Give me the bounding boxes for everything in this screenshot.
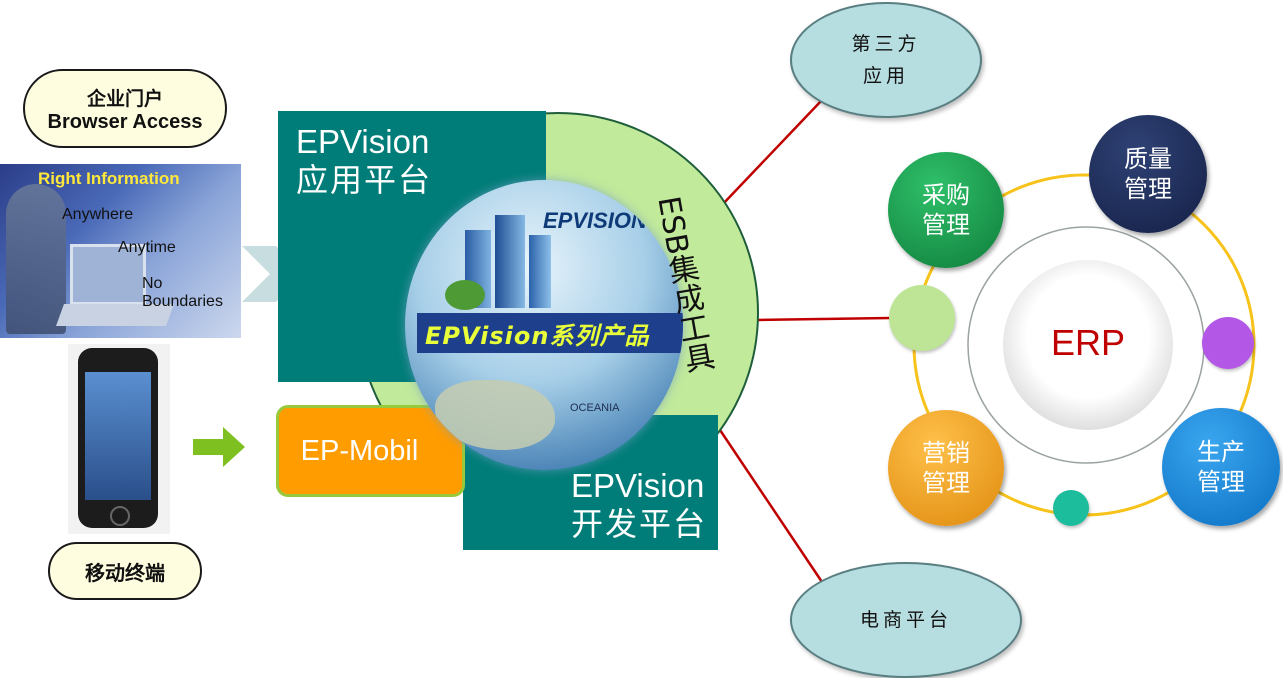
sales-line1: 营销 [922,439,970,467]
portal-pill: 企业门户 Browser Access [23,69,227,148]
ecommerce-ellipse: 电商平台 [790,562,1022,678]
quality-management-bubble: 质量 管理 [1089,115,1207,233]
purple-dot [1202,317,1254,369]
purchase-management-bubble: 采购 管理 [888,152,1004,268]
purchase-line2: 管理 [922,211,970,239]
monitor-shape [70,244,146,305]
browser-line-1: Right Information [38,169,180,188]
phone-screen [85,372,151,500]
globe-banner: EPVision系列产品 [417,313,683,353]
quality-line1: 质量 [1124,145,1172,173]
building-3 [529,235,551,308]
phone-body [78,348,158,528]
third-party-line1: 第三方 [851,32,921,55]
connector-ecommerce [718,429,824,583]
portal-label-en: Browser Access [47,110,203,133]
ep-mobil-box: EP-Mobil [276,405,465,497]
globe: EPVISION EPVision系列产品 OCEANIA [405,180,683,470]
phone-image [68,344,170,534]
quality-line2: 管理 [1124,175,1172,203]
production-line2: 管理 [1197,468,1245,496]
production-line1: 生产 [1197,438,1245,466]
browser-line-3: Anytime [118,239,176,256]
ecommerce-label: 电商平台 [859,608,952,631]
app-platform-en: EPVision [296,123,430,160]
production-management-bubble: 生产 管理 [1162,408,1280,526]
mobile-label: 移动终端 [85,560,165,585]
portal-label-cn: 企业门户 [86,87,163,110]
green-dot [889,285,955,351]
globe-ocean-label: OCEANIA [570,402,620,414]
erp-center-label: ERP [1050,322,1126,363]
browser-line-2: Anywhere [62,206,134,223]
globe-brand-text: EPVISION [543,208,647,233]
app-platform-cn: 应用平台 [296,160,433,199]
mobile-pill: 移动终端 [48,542,202,600]
continent-shape [435,380,555,450]
green-arrow-icon [193,427,245,467]
connector-third-party [721,99,823,206]
sales-line2: 管理 [922,469,970,497]
dev-platform-cn: 开发平台 [571,504,708,543]
building-2 [495,215,525,308]
sales-management-bubble: 营销 管理 [888,410,1004,526]
ep-mobil-label: EP-Mobil [300,434,419,467]
browser-access-image: Right Information Anywhere Anytime No Bo… [0,164,241,338]
globe-banner-text: EPVision系列产品 [425,321,650,350]
purchase-line1: 采购 [922,181,970,209]
dev-platform-en: EPVision [571,467,705,504]
phone-home-button [110,506,130,526]
person-silhouette [6,184,66,334]
third-party-line2: 应用 [862,65,909,87]
connector-erp [754,316,894,322]
erp-core-circle [1003,260,1173,430]
third-party-ellipse: 第三方 应用 [790,2,982,118]
tree-shape [445,280,485,310]
browser-line-4: No Boundaries [142,275,223,310]
teal-dot [1053,490,1089,526]
